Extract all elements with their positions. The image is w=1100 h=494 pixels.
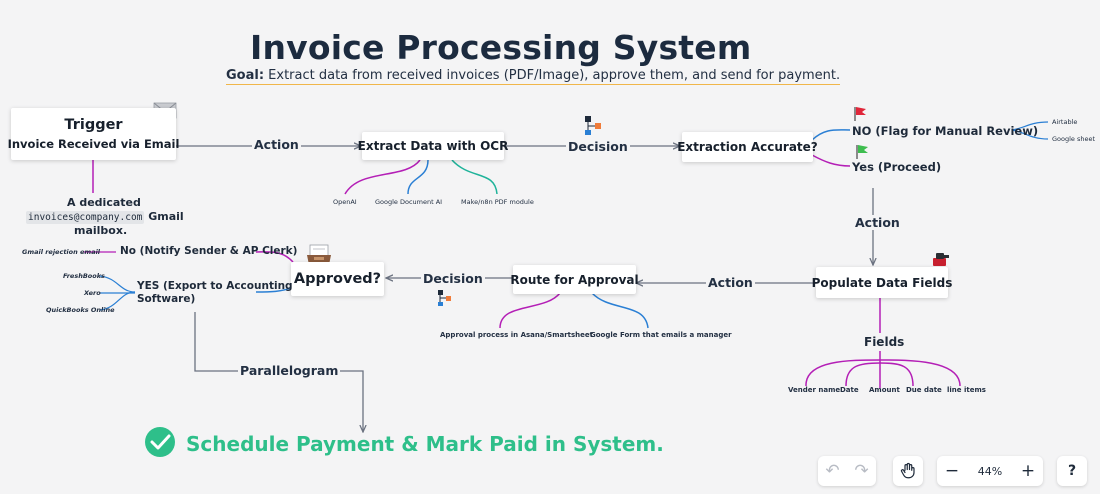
hand-tool-button[interactable] [893, 456, 923, 486]
check-circle-icon [145, 427, 175, 457]
yes-tool-freshbooks: FreshBooks [63, 272, 105, 280]
route-node[interactable]: Route for Approval [510, 265, 639, 294]
zoom-group: − 44% + [937, 456, 1043, 486]
edge-label-decision-1: Decision [566, 139, 630, 154]
populate-label: Populate Data Fields [811, 275, 953, 290]
ocr-tool-openai: OpenAI [333, 198, 357, 206]
redo-button[interactable]: ↷ [854, 461, 869, 481]
trigger-subtitle: Invoice Received via Email [7, 137, 180, 151]
edge-label-parallelogram: Parallelogram [238, 363, 341, 378]
red-flag-icon [854, 107, 866, 121]
edge-label-action-1: Action [252, 137, 301, 152]
field-date: Date [840, 386, 859, 394]
undo-redo-group: ↶ ↷ [818, 456, 876, 486]
field-amount: Amount [869, 386, 900, 394]
extract-node[interactable]: Extract Data with OCR [358, 132, 508, 160]
approved-yes-label-1: YES (Export to Accounting [137, 280, 293, 292]
edge-label-decision-2: Decision [421, 271, 485, 286]
mailbox-line-2: invoices@company.com Gmail [26, 210, 184, 224]
approval-tool-google-form: Google Form that emails a manager [590, 331, 732, 339]
mailbox-gmail: Gmail [148, 210, 184, 223]
goal-text: Extract data from received invoices (PDF… [268, 68, 841, 83]
accurate-label: Extraction Accurate? [677, 140, 818, 154]
zoom-in-button[interactable]: + [1020, 461, 1036, 481]
approved-yes-label-2: Software) [137, 293, 196, 305]
ocr-tool-make-n8n: Make/n8n PDF module [461, 198, 534, 206]
field-line-items: line items [947, 386, 986, 394]
undo-button[interactable]: ↶ [825, 461, 840, 481]
green-flag-icon [856, 145, 868, 159]
review-tool-airtable: Airtable [1052, 118, 1078, 126]
mailbox-email: invoices@company.com [26, 211, 145, 224]
yes-tool-quickbooks: QuickBooks Online [46, 306, 115, 314]
approved-no-tool: Gmail rejection email [22, 248, 101, 256]
field-vender-name: Vender name [788, 386, 841, 394]
review-tool-google-sheet: Google sheet [1052, 135, 1096, 143]
help-button[interactable]: ? [1057, 456, 1087, 486]
flowchart-icon [585, 116, 601, 135]
zoom-out-button[interactable]: − [944, 461, 960, 481]
field-due-date: Due date [906, 386, 942, 394]
extract-label: Extract Data with OCR [357, 139, 509, 153]
approval-tool-asana: Approval process in Asana/Smartsheet [440, 331, 594, 339]
hand-icon [900, 462, 915, 479]
accurate-node[interactable]: Extraction Accurate? [677, 132, 818, 162]
goal-label: Goal: [226, 68, 265, 83]
accuracy-no-label: NO (Flag for Manual Review) [852, 124, 1039, 138]
mailbox-line-1: A dedicated [67, 196, 141, 209]
yes-tool-xero: Xero [84, 289, 101, 297]
edge-label-action-3: Action [706, 275, 755, 290]
mailbox-line-3: mailbox. [74, 224, 128, 237]
populate-node[interactable]: Populate Data Fields [812, 267, 952, 298]
stamp-icon [933, 253, 949, 266]
accuracy-yes-label: Yes (Proceed) [852, 160, 942, 174]
approved-node[interactable]: Approved? [291, 262, 384, 296]
final-step-label: Schedule Payment & Mark Paid in System. [186, 432, 664, 456]
page-title: Invoice Processing System [250, 28, 752, 67]
zoom-level: 44% [977, 464, 1003, 478]
edge-label-action-2: Action [853, 215, 902, 230]
trigger-title: Trigger [64, 117, 123, 133]
ocr-tool-google-doc-ai: Google Document AI [375, 198, 443, 206]
route-label: Route for Approval [510, 272, 639, 287]
trigger-node[interactable]: Trigger Invoice Received via Email [8, 108, 179, 160]
goal-statement: Goal: Extract data from received invoice… [226, 68, 841, 85]
fields-title: Fields [864, 335, 905, 349]
flowchart-icon-2 [438, 290, 451, 306]
approved-label: Approved? [293, 271, 382, 287]
approved-no-label: No (Notify Sender & AP Clerk) [120, 245, 298, 257]
help-label: ? [1067, 463, 1077, 479]
